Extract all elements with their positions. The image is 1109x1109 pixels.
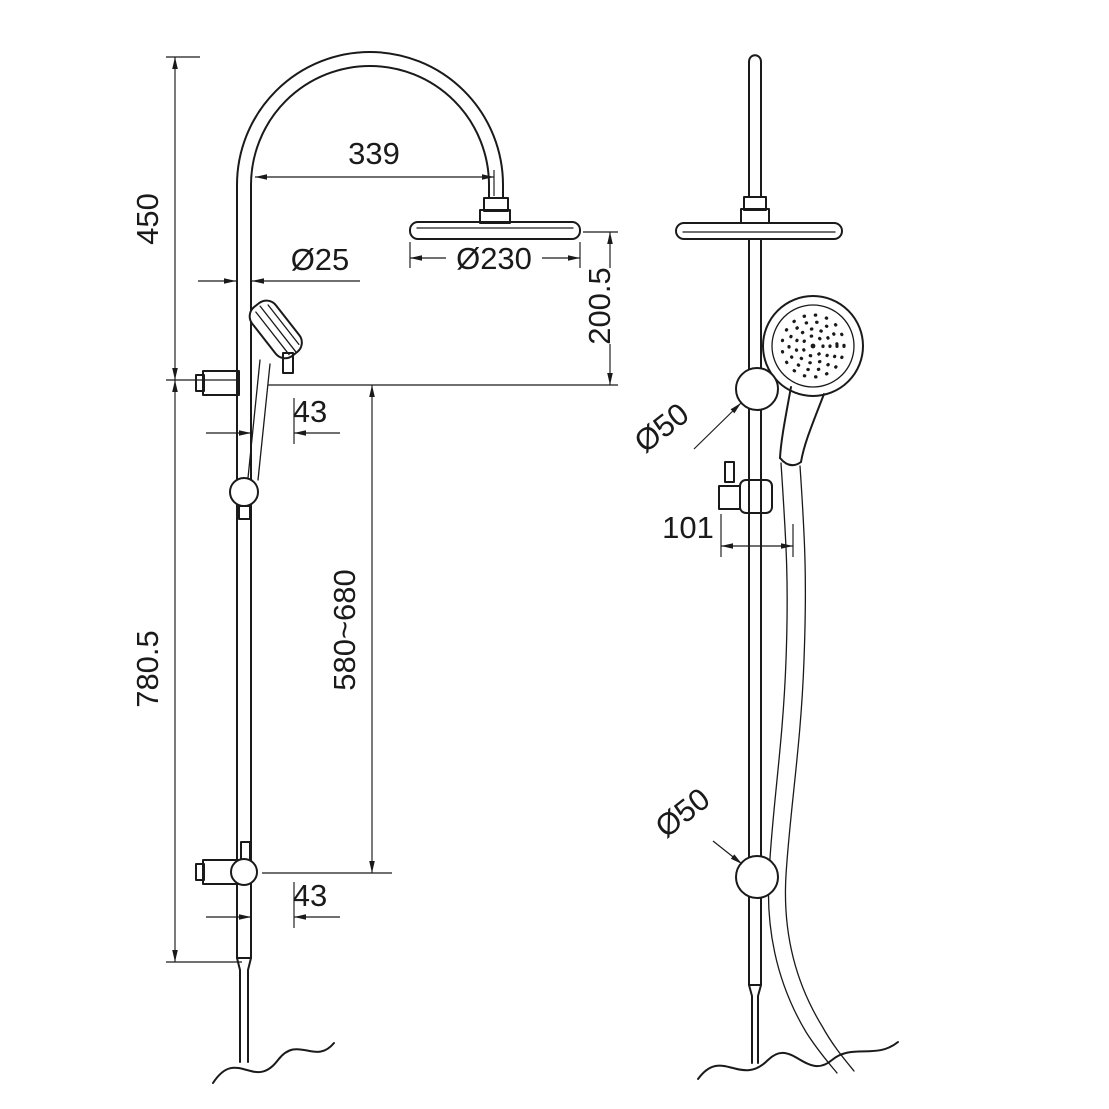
dim-580-680: 580~680 [262,384,618,874]
dim-780-5: 780.5 [130,380,242,963]
side-head-disc [675,222,843,240]
dim-230: Ø230 [409,241,581,276]
dim-43-top: 43 [206,394,340,444]
front-gooseneck-arc [236,51,504,199]
dim-label-780-5: 780.5 [130,630,165,708]
front-top-bracket [195,370,240,396]
dim-339: 339 [255,136,495,196]
dim-label-50-bottom: Ø50 [649,781,717,845]
dim-label-450: 450 [130,193,165,245]
side-bracket [718,461,773,514]
front-handshower-in-holder [247,299,303,481]
front-slider-clamp [229,477,259,520]
side-upper-knob [735,367,779,411]
dim-label-43-bottom: 43 [293,878,327,913]
side-inlet-rod [740,54,770,224]
dim-450: 450 [130,56,236,381]
side-view: Ø50 101 Ø50 [628,54,899,1080]
dim-50-top: Ø50 [628,396,742,460]
side-handshower [762,295,864,467]
side-lower-knob [735,855,779,899]
front-shower-head [409,197,581,240]
front-break-line [212,1042,335,1084]
dim-label-43-top: 43 [293,394,327,429]
dim-label-580-680: 580~680 [327,569,362,691]
dim-label-101: 101 [662,510,714,545]
dim-200-5: 200.5 [582,231,618,385]
dim-label-50-top: Ø50 [628,396,696,460]
side-hose [767,462,855,1074]
dim-43-bottom: 43 [206,878,340,928]
dim-label-200-5: 200.5 [582,267,617,345]
dim-50-bottom: Ø50 [649,781,743,865]
dim-101: 101 [662,510,794,557]
front-view: 450 780.5 339 Ø25 Ø230 200.5 [130,51,618,1084]
front-bottom-bracket [195,841,258,886]
dim-label-339: 339 [348,136,400,171]
side-column [748,238,762,1064]
dim-25: Ø25 [198,242,360,284]
dim-label-230: Ø230 [456,241,532,276]
dim-label-25: Ø25 [291,242,350,277]
side-break-line [697,1041,899,1080]
